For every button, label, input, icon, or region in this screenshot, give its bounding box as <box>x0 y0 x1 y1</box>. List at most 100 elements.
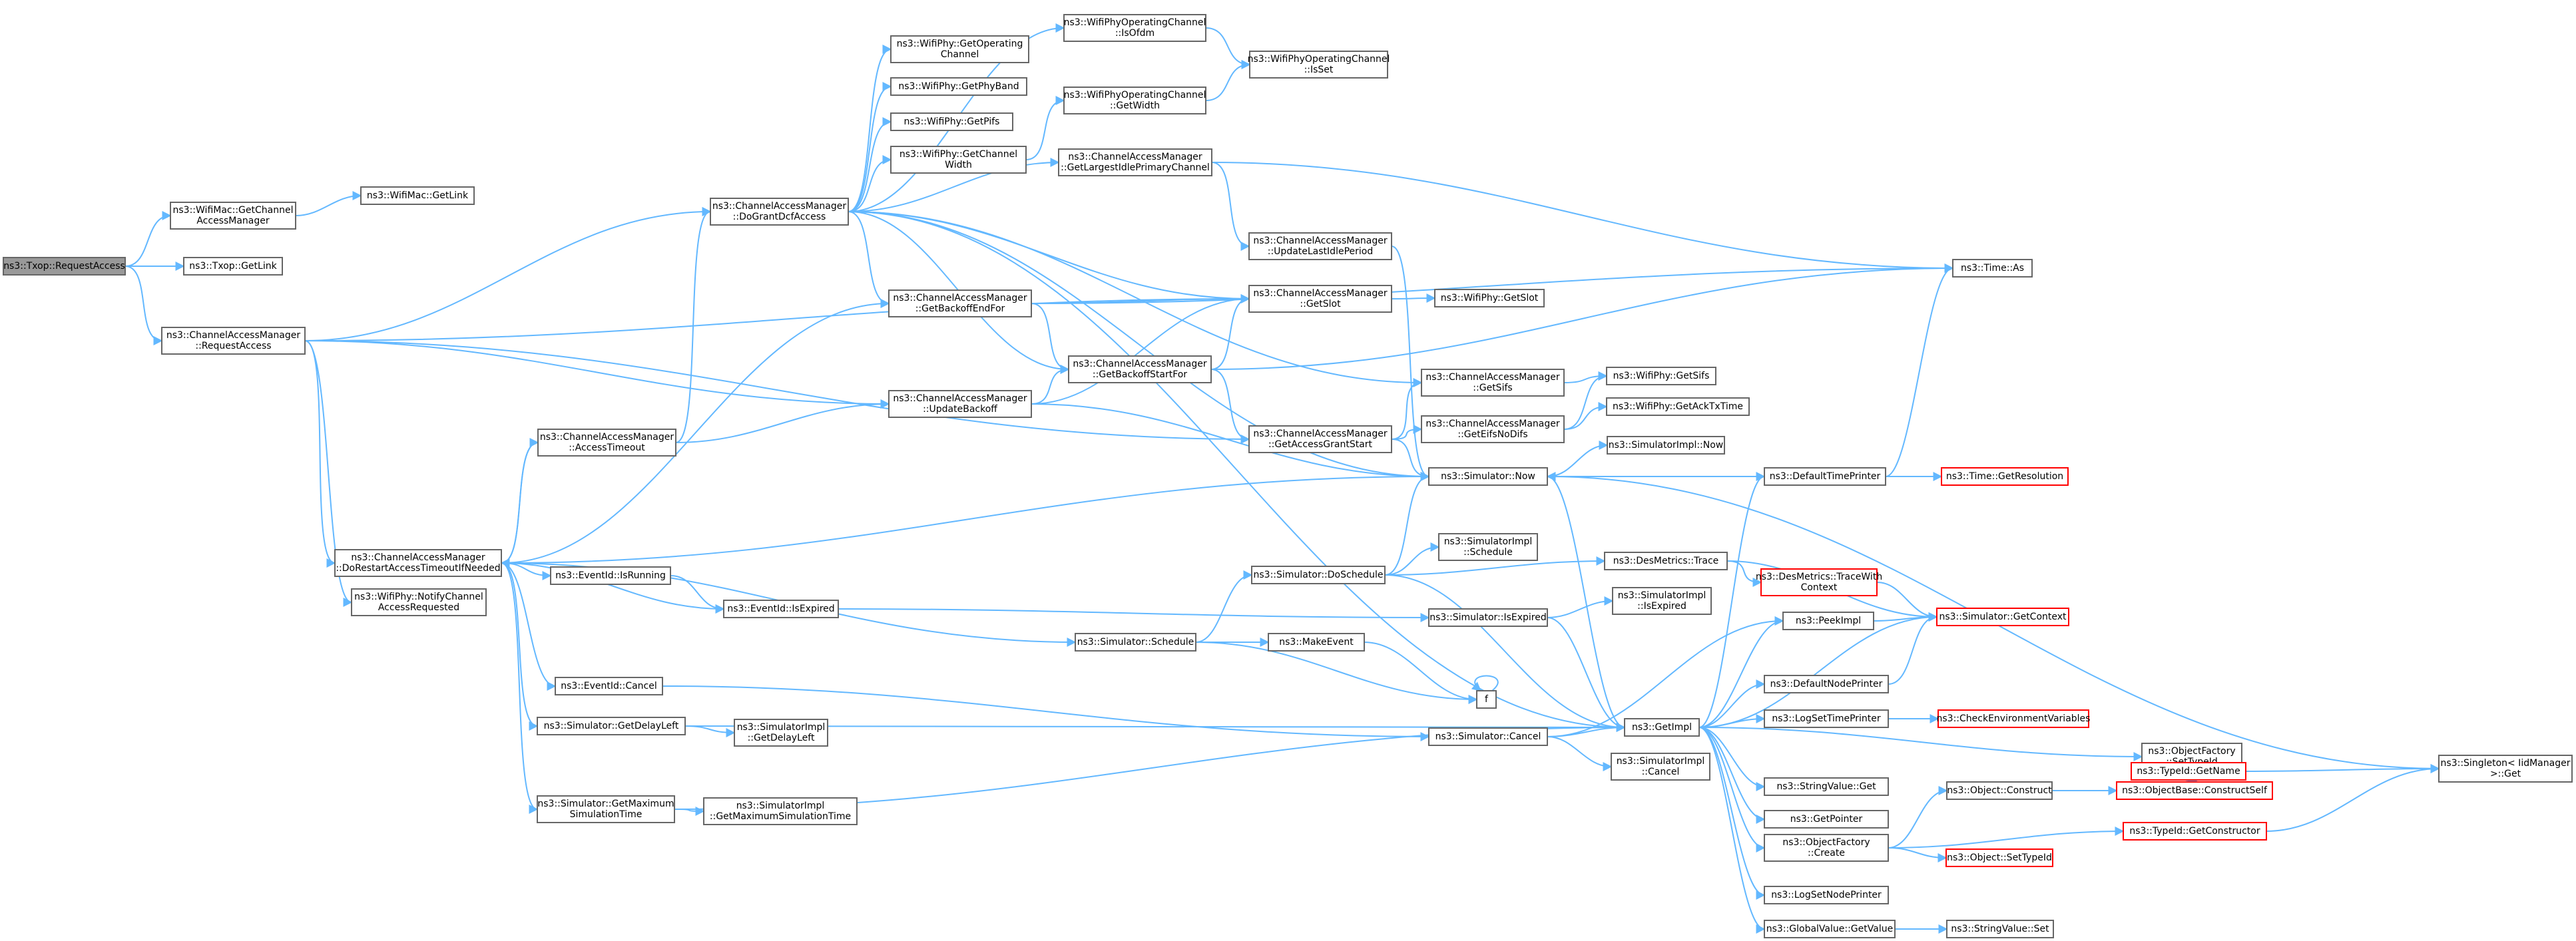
node-object_construct[interactable]: ns3::Object::Construct <box>1946 781 2053 800</box>
node-box[interactable] <box>1075 633 1196 652</box>
node-simimpl_schedule[interactable]: ns3::SimulatorImpl::Schedule <box>1438 533 1538 561</box>
node-cam_getlargestidle[interactable]: ns3::ChannelAccessManager::GetLargestIdl… <box>1058 148 1212 176</box>
node-cam_accesstimeout[interactable]: ns3::ChannelAccessManager::AccessTimeout <box>537 429 676 457</box>
node-box[interactable] <box>890 77 1027 96</box>
node-box[interactable] <box>1063 14 1206 42</box>
node-simimpl_getmaxsimtime[interactable]: ns3::SimulatorImpl::GetMaximumSimulation… <box>703 797 858 825</box>
node-objfactory_create[interactable]: ns3::ObjectFactory::Create <box>1764 834 1889 862</box>
node-simimpl_isexpired[interactable]: ns3::SimulatorImpl::IsExpired <box>1612 587 1712 615</box>
node-box[interactable] <box>703 797 858 825</box>
node-box[interactable] <box>1946 781 2053 800</box>
node-sim_getdelayleft[interactable]: ns3::Simulator::GetDelayLeft <box>537 717 686 735</box>
node-wpoc_getwidth[interactable]: ns3::WifiPhyOperatingChannel::GetWidth <box>1063 87 1206 114</box>
node-box[interactable] <box>1941 467 2069 486</box>
node-box[interactable] <box>723 600 839 618</box>
node-box[interactable] <box>734 719 828 747</box>
node-sim_schedule[interactable]: ns3::Simulator::Schedule <box>1075 633 1196 652</box>
node-wifiphy_getslot[interactable]: ns3::WifiPhy::GetSlot <box>1434 289 1545 307</box>
node-box[interactable] <box>1764 467 1886 486</box>
node-box[interactable] <box>1624 718 1700 737</box>
node-getimpl[interactable]: ns3::GetImpl <box>1624 718 1700 737</box>
node-box[interactable] <box>550 566 671 585</box>
node-cam_getbackoffend[interactable]: ns3::ChannelAccessManager::GetBackoffEnd… <box>888 289 1032 317</box>
node-box[interactable] <box>1063 87 1206 114</box>
node-box[interactable] <box>1434 289 1545 307</box>
node-box[interactable] <box>890 35 1029 63</box>
node-box[interactable] <box>890 112 1013 131</box>
node-box[interactable] <box>710 198 849 226</box>
node-cam_getbackoffstart[interactable]: ns3::ChannelAccessManager::GetBackoffSta… <box>1068 355 1212 383</box>
node-box[interactable] <box>1764 920 1896 938</box>
node-wifiphy_getpifs[interactable]: ns3::WifiPhy::GetPifs <box>890 112 1013 131</box>
node-box[interactable] <box>1760 568 1878 596</box>
node-sim_doschedule[interactable]: ns3::Simulator::DoSchedule <box>1251 566 1386 584</box>
node-box[interactable] <box>888 390 1032 418</box>
node-checkenvvars[interactable]: ns3::CheckEnvironmentVariables <box>1937 709 2091 728</box>
node-box[interactable] <box>1606 367 1716 385</box>
node-box[interactable] <box>1428 608 1548 627</box>
node-box[interactable] <box>1421 369 1565 397</box>
node-box[interactable] <box>1611 753 1710 781</box>
node-object_settypeid[interactable]: ns3::Object::SetTypeId <box>1945 848 2053 867</box>
node-box[interactable] <box>1058 148 1212 176</box>
node-box[interactable] <box>1268 633 1365 652</box>
node-txop_getlink[interactable]: ns3::Txop::GetLink <box>183 257 283 276</box>
node-box[interactable] <box>351 588 487 616</box>
node-wpoc_isset[interactable]: ns3::WifiPhyOperatingChannel::IsSet <box>1248 51 1390 79</box>
node-box[interactable] <box>1428 467 1548 486</box>
node-cam_getsifs[interactable]: ns3::ChannelAccessManager::GetSifs <box>1421 369 1565 397</box>
node-box[interactable] <box>1764 810 1889 829</box>
node-box[interactable] <box>890 146 1027 174</box>
node-logsetnodeprinter[interactable]: ns3::LogSetNodePrinter <box>1764 886 1889 904</box>
node-box[interactable] <box>1952 259 2033 278</box>
node-cam_getaccessgrant[interactable]: ns3::ChannelAccessManager::GetAccessGran… <box>1248 425 1392 453</box>
node-box[interactable] <box>888 289 1032 317</box>
node-eventid_cancel[interactable]: ns3::EventId::Cancel <box>555 677 663 695</box>
node-wifiphy_getphyband[interactable]: ns3::WifiPhy::GetPhyBand <box>890 77 1027 96</box>
node-stringvalue_get[interactable]: ns3::StringValue::Get <box>1764 777 1889 796</box>
node-box[interactable] <box>1945 848 2053 867</box>
node-cam_requestaccess[interactable]: ns3::ChannelAccessManager::RequestAccess <box>161 327 306 355</box>
node-wifiphy_getacktx[interactable]: ns3::WifiPhy::GetAckTxTime <box>1606 397 1750 416</box>
node-wifimac_getlink[interactable]: ns3::WifiMac::GetLink <box>360 186 475 205</box>
node-box[interactable] <box>1421 415 1565 443</box>
node-box[interactable] <box>1249 51 1388 79</box>
node-box[interactable] <box>1438 533 1538 561</box>
node-objectbase_constructself[interactable]: ns3::ObjectBase::ConstructSelf <box>2116 781 2273 800</box>
node-peekimpl[interactable]: ns3::PeekImpl <box>1782 612 1874 630</box>
node-box[interactable] <box>537 795 675 823</box>
node-box[interactable] <box>3 257 126 276</box>
node-box[interactable] <box>2116 781 2273 800</box>
node-box[interactable] <box>1606 397 1750 416</box>
node-eventid_isrunning[interactable]: ns3::EventId::IsRunning <box>550 566 671 585</box>
node-box[interactable] <box>1764 777 1889 796</box>
node-typeid_getname[interactable]: ns3::TypeId::GetName <box>2131 762 2246 781</box>
node-sim_getcontext[interactable]: ns3::Simulator::GetContext <box>1936 608 2069 626</box>
node-box[interactable] <box>1251 566 1386 584</box>
node-wifiphy_getsifs[interactable]: ns3::WifiPhy::GetSifs <box>1606 367 1716 385</box>
node-simimpl_now[interactable]: ns3::SimulatorImpl::Now <box>1607 436 1725 455</box>
node-root[interactable]: ns3::Txop::RequestAccess <box>3 257 126 276</box>
node-box[interactable] <box>1612 587 1712 615</box>
node-simimpl_cancel[interactable]: ns3::SimulatorImpl::Cancel <box>1611 753 1710 781</box>
node-box[interactable] <box>1476 690 1497 709</box>
node-box[interactable] <box>360 186 475 205</box>
node-logsettimeprinter[interactable]: ns3::LogSetTimePrinter <box>1764 709 1889 728</box>
node-f[interactable]: f <box>1476 690 1497 709</box>
node-cam_getslot[interactable]: ns3::ChannelAccessManager::GetSlot <box>1248 285 1392 313</box>
node-getpointer[interactable]: ns3::GetPointer <box>1764 810 1889 829</box>
node-box[interactable] <box>1248 425 1392 453</box>
node-box[interactable] <box>2438 755 2573 783</box>
node-box[interactable] <box>1946 920 2054 938</box>
node-box[interactable] <box>183 257 283 276</box>
node-wpoc_isofdm[interactable]: ns3::WifiPhyOperatingChannel::IsOfdm <box>1063 14 1206 42</box>
node-box[interactable] <box>334 549 502 577</box>
node-box[interactable] <box>1068 355 1212 383</box>
node-time_as[interactable]: ns3::Time::As <box>1952 259 2033 278</box>
node-box[interactable] <box>1764 675 1889 693</box>
node-box[interactable] <box>170 202 296 230</box>
